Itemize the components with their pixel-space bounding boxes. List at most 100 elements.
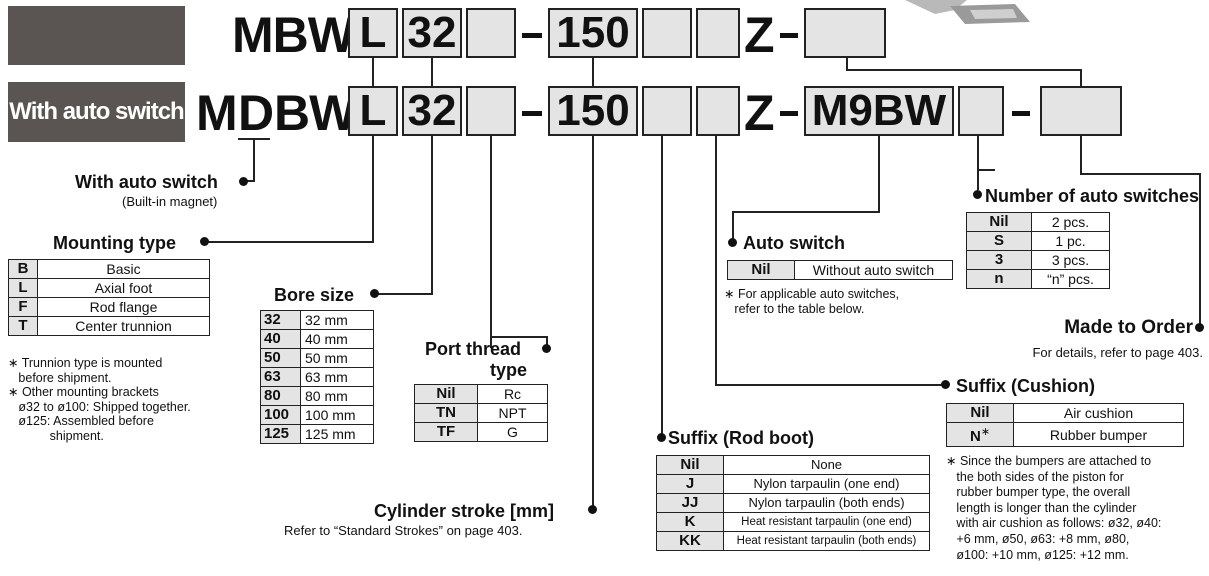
bottom-dash-3: [1012, 111, 1030, 116]
option-code: K: [656, 512, 724, 532]
bottom-dash-2: [780, 111, 798, 116]
leader-count-v2: [977, 169, 979, 190]
switch-count-title: Number of auto switches: [985, 186, 1200, 206]
bottom-prefix-m: M: [196, 85, 238, 141]
note-line: ø100: +10 mm, ø125: +12 mm.: [946, 547, 1129, 562]
option-code: KK: [656, 531, 724, 551]
with-auto-switch-band-label: With auto switch: [9, 98, 184, 125]
option-desc: 100 mm: [300, 405, 374, 425]
with-auto-switch-subtitle: (Built-in magnet): [122, 194, 218, 209]
option-code: 125: [260, 424, 301, 444]
leader-autoswitch-v2: [732, 211, 734, 239]
option-code-cell: N∗: [946, 422, 1014, 447]
top-box-rodboot: [642, 8, 692, 58]
table-row: n“n” pcs.: [966, 269, 1110, 289]
top-dash-1: [522, 33, 542, 38]
bottom-box-auto-switch: M9BW: [804, 86, 954, 136]
port-thread-title-2: type: [490, 360, 528, 380]
note-line: ∗ Other mounting brackets: [8, 385, 159, 399]
top-box-mounting: L: [348, 8, 398, 58]
option-code: F: [8, 297, 38, 317]
leader-autoswitch: [878, 136, 880, 212]
leader-bore: [431, 136, 433, 294]
option-code: S: [966, 231, 1032, 251]
rod-boot-dot: [657, 433, 666, 442]
bottom-box-stroke: 150: [548, 86, 638, 136]
mounting-type-dot: [200, 237, 209, 246]
made-to-order-subtitle: For details, refer to page 403.: [1032, 345, 1203, 360]
option-code: n: [966, 269, 1032, 289]
top-z-letter: Z: [744, 7, 775, 63]
option-desc: Rod flange: [37, 297, 210, 317]
option-desc: Rc: [477, 384, 548, 404]
option-code: 63: [260, 367, 301, 387]
made-to-order-title: Made to Order: [1064, 317, 1193, 338]
leader-d-h: [244, 180, 255, 182]
option-code: L: [8, 278, 38, 298]
with-auto-switch-band: With auto switch: [8, 82, 185, 142]
option-desc: NPT: [477, 403, 548, 423]
option-code: B: [8, 259, 38, 279]
top-box-stroke: 150: [548, 8, 638, 58]
option-desc: Air cushion: [1013, 403, 1184, 423]
leader-bore-h: [376, 293, 433, 295]
cylinder-stroke-dot: [588, 505, 597, 514]
option-code: Nil: [946, 403, 1014, 423]
leader-rodboot: [661, 136, 663, 436]
option-desc: “n” pcs.: [1031, 269, 1110, 289]
option-code: 100: [260, 405, 301, 425]
mounting-type-title: Mounting type: [53, 233, 176, 253]
bore-size-title: Bore size: [274, 285, 355, 305]
option-desc: 80 mm: [300, 386, 374, 406]
option-desc: 1 pc.: [1031, 231, 1110, 251]
option-code: 50: [260, 348, 301, 368]
bottom-box-switch-count: [958, 86, 1004, 136]
switch-count-dot: [973, 190, 982, 199]
top-prefix: MBW: [232, 7, 355, 63]
footnote-mark: ∗: [980, 426, 991, 438]
option-code: JJ: [656, 493, 724, 513]
option-desc: Center trunnion: [37, 316, 210, 336]
top-box-cushion: [696, 8, 740, 58]
option-desc: 63 mm: [300, 367, 374, 387]
option-code: 3: [966, 250, 1032, 270]
leader-cushion-h: [715, 384, 945, 386]
bottom-box-cushion: [696, 86, 740, 136]
leader-port-v2: [546, 336, 548, 348]
header-band-top: [8, 6, 185, 65]
note-line: ∗ Since the bumpers are attached to: [946, 454, 1152, 468]
option-desc: 40 mm: [300, 329, 374, 349]
mounting-type-notes: ∗ Trunnion type is mounted before shipme…: [8, 356, 191, 443]
option-code: J: [656, 474, 724, 494]
note-line: ∗ Trunnion type is mounted: [8, 356, 163, 370]
cylinder-photo-icon: [905, 0, 1030, 24]
leader-port: [490, 136, 492, 348]
cylinder-stroke-subtitle: Refer to “Standard Strokes” on page 403.: [284, 523, 523, 538]
note-line: before shipment.: [8, 370, 112, 385]
link-32-top: [431, 58, 433, 86]
leader-d: [253, 139, 255, 181]
note-line: refer to the table below.: [724, 301, 865, 316]
